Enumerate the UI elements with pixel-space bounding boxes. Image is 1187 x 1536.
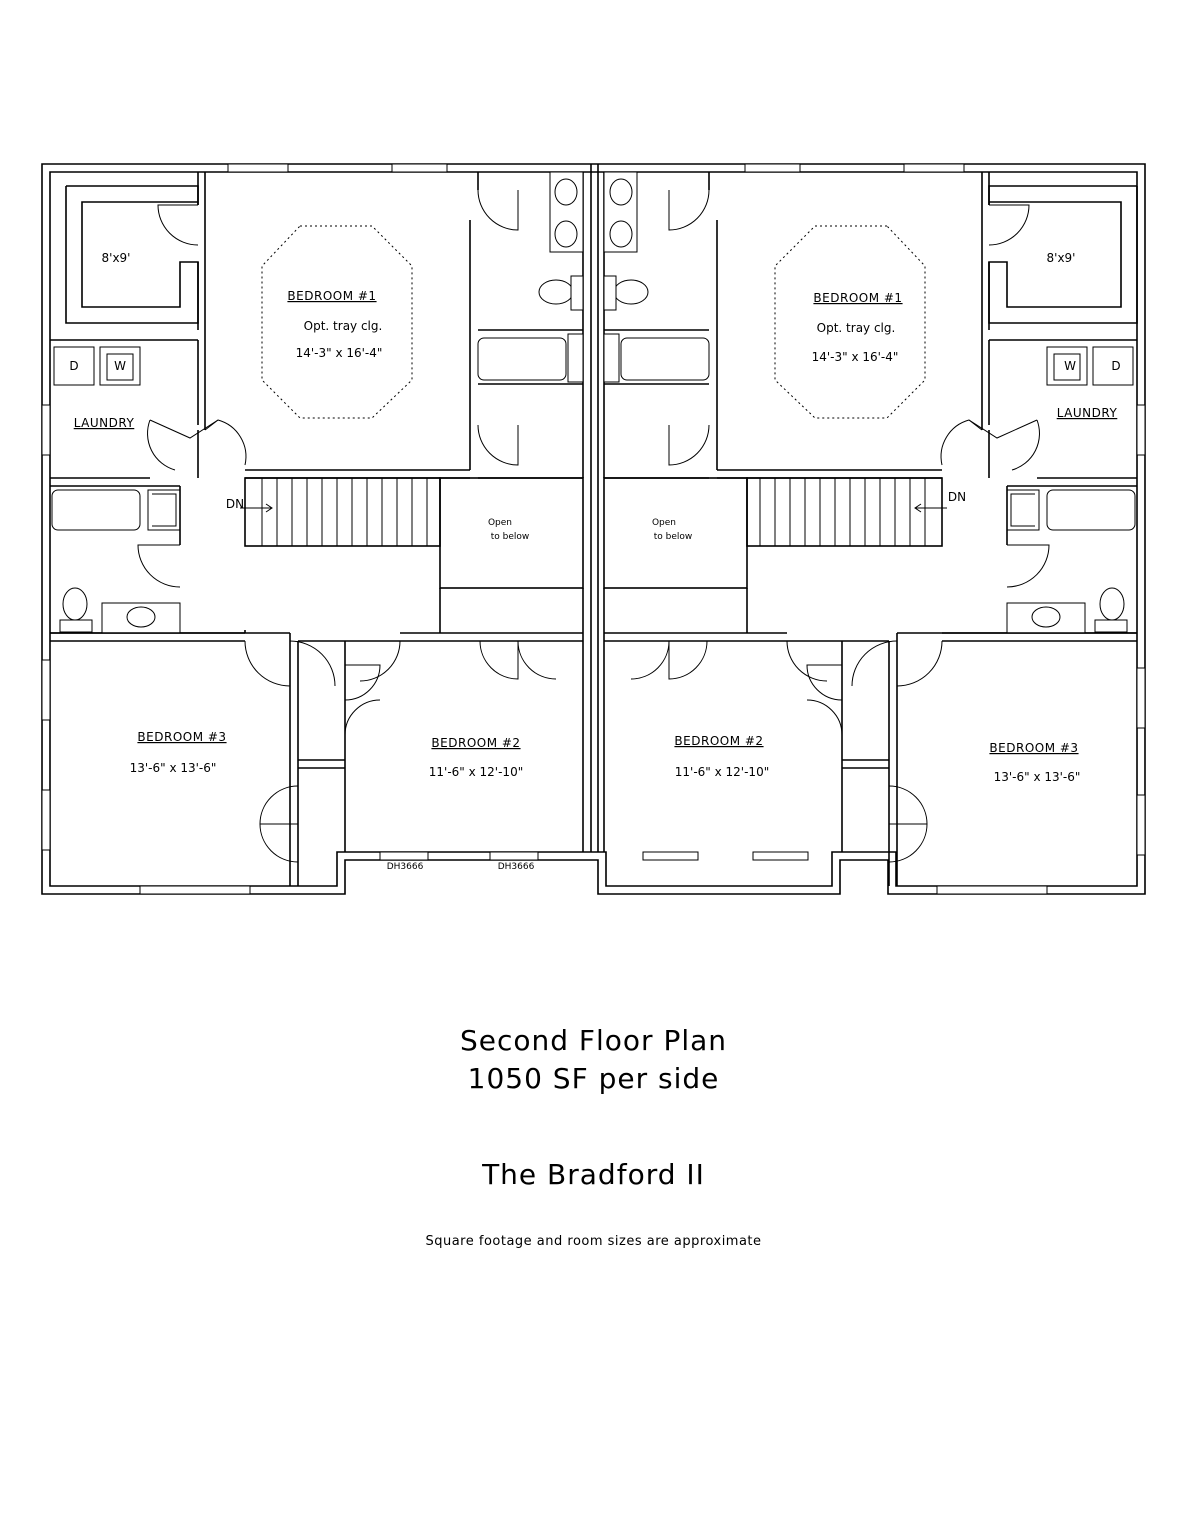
stair-treads xyxy=(261,478,428,546)
right-dryer-label: D xyxy=(1111,359,1120,373)
disclaimer-note: Square footage and room sizes are approx… xyxy=(425,1234,762,1249)
floor-plan: 8'x9' D W LAUNDRY BEDROOM #1 Opt. tray c… xyxy=(41,163,1146,895)
left-bedroom2-name: BEDROOM #2 xyxy=(431,736,520,750)
left-open-line1: Open xyxy=(488,518,512,528)
plan-area: 1050 SF per side xyxy=(467,1062,720,1095)
left-laundry-label: LAUNDRY xyxy=(74,416,135,430)
left-washer-label: W xyxy=(114,359,126,373)
left-open-line2: to below xyxy=(491,532,530,542)
right-laundry-label: LAUNDRY xyxy=(1057,406,1118,420)
right-bedroom1-size: 14'-3" x 16'-4" xyxy=(812,350,899,364)
right-bedroom2-name: BEDROOM #2 xyxy=(674,734,763,748)
left-bedroom1-size: 14'-3" x 16'-4" xyxy=(296,346,383,360)
left-bedroom3-size: 13'-6" x 13'-6" xyxy=(130,761,217,775)
right-bedroom3-name: BEDROOM #3 xyxy=(989,741,1078,755)
right-bedroom3-size: 13'-6" x 13'-6" xyxy=(994,770,1081,784)
left-dryer-label: D xyxy=(69,359,78,373)
left-bedroom1-note: Opt. tray clg. xyxy=(304,319,383,333)
model-name: The Bradford II xyxy=(482,1158,705,1191)
right-unit xyxy=(603,171,1138,886)
right-stair-label: DN xyxy=(948,490,966,504)
right-bedroom1-name: BEDROOM #1 xyxy=(813,291,902,305)
right-open-line1: Open xyxy=(652,518,676,528)
left-closet-size: 8'x9' xyxy=(102,251,131,265)
right-washer-label: W xyxy=(1064,359,1076,373)
left-bedroom2-size: 11'-6" x 12'-10" xyxy=(429,765,523,779)
windows xyxy=(41,163,1146,895)
right-bedroom2-size: 11'-6" x 12'-10" xyxy=(675,765,769,779)
left-bedroom1-name: BEDROOM #1 xyxy=(287,289,376,303)
right-open-line2: to below xyxy=(654,532,693,542)
outer-walls xyxy=(41,163,1146,895)
right-closet-size: 8'x9' xyxy=(1047,251,1076,265)
left-stair-label: DN xyxy=(226,497,244,511)
left-window-tag-2: DH3666 xyxy=(498,862,535,872)
right-bedroom1-note: Opt. tray clg. xyxy=(817,321,896,335)
left-window-tag-1: DH3666 xyxy=(387,862,424,872)
left-unit xyxy=(50,171,584,886)
plan-title: Second Floor Plan xyxy=(459,1024,728,1057)
left-bedroom3-name: BEDROOM #3 xyxy=(137,730,226,744)
